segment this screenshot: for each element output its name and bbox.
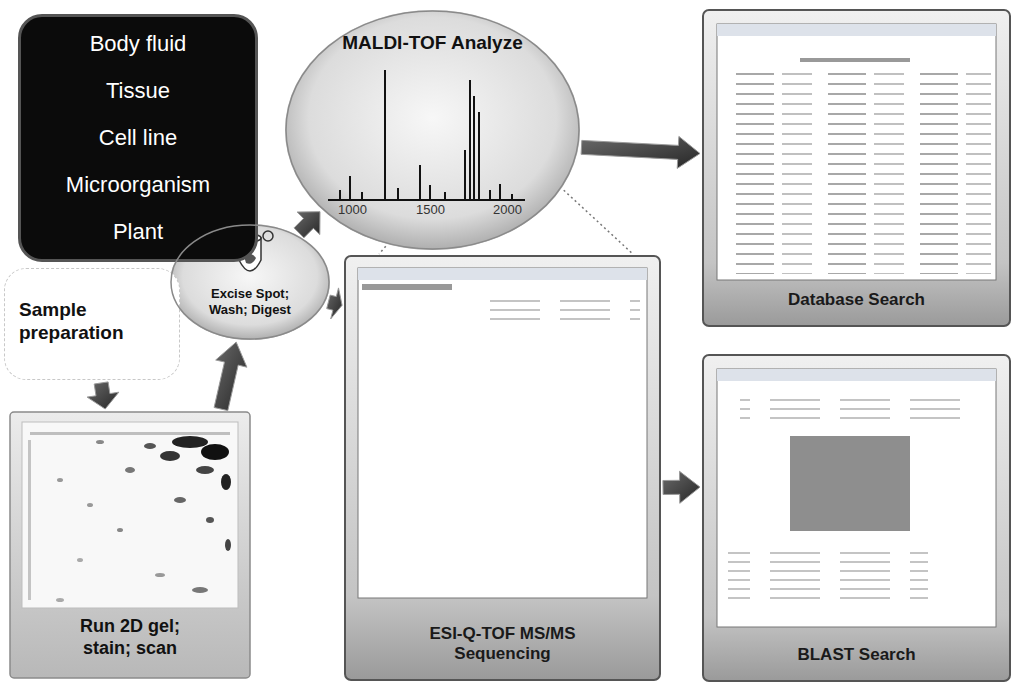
node-label: Database Search: [713, 290, 1000, 310]
node-label: Run 2D gel; stain; scan: [60, 616, 200, 659]
node-label: MALDI-TOF Analyze: [325, 32, 540, 55]
node-label: Excise Spot; Wash; Digest: [198, 286, 302, 317]
window-panel: ESI-Q-TOF MS/MS Sequencing: [345, 256, 660, 680]
sample-list-box: Body fluidTissueCell lineMicroorganismPl…: [18, 14, 258, 262]
list-item: Plant: [21, 219, 255, 245]
block-arrow: [294, 212, 320, 238]
block-arrow: [87, 382, 119, 409]
list-item: Body fluid: [21, 31, 255, 57]
gel-box: Run 2D gel; stain; scan: [10, 412, 250, 678]
node-label: ESI-Q-TOF MS/MS Sequencing: [400, 624, 605, 665]
axis-tick: 1000: [338, 203, 367, 217]
list-item: Tissue: [21, 78, 255, 104]
node-label: Sample preparation: [19, 299, 169, 345]
list-item: Microorganism: [21, 172, 255, 198]
window-panel: BLAST Search: [703, 355, 1010, 681]
callout-box: Sample preparation: [4, 268, 180, 380]
list-item: Cell line: [21, 125, 255, 151]
node-label: BLAST Search: [713, 645, 1000, 665]
window-panel: Database Search: [703, 10, 1010, 326]
block-arrow: [581, 136, 700, 168]
ellipse-outline: [170, 224, 330, 340]
block-arrow: [327, 288, 342, 319]
axis-tick: 2000: [493, 203, 522, 217]
block-arrow: [214, 342, 247, 411]
zoom-line: [379, 246, 386, 254]
zoom-line: [564, 190, 633, 254]
block-arrow: [663, 471, 700, 503]
step-ellipse: Excise Spot; Wash; Digest: [170, 224, 330, 340]
axis-tick: 1500: [416, 203, 445, 217]
